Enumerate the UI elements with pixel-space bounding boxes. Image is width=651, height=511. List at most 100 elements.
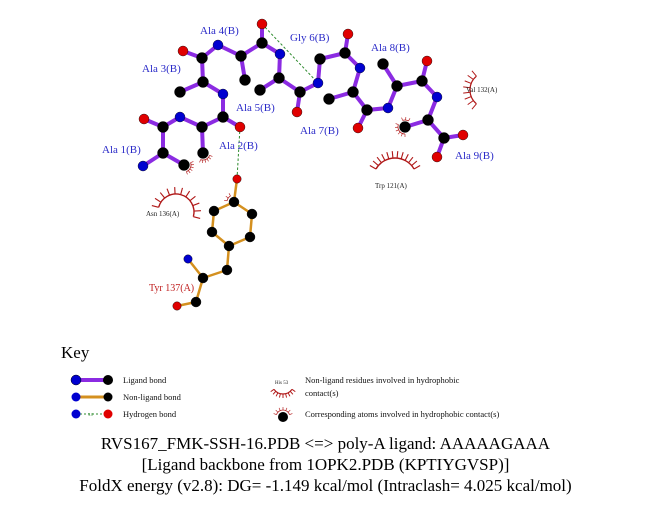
oxygen-atom <box>421 55 433 67</box>
hydrophobic-spoke <box>404 153 409 161</box>
hydrophobic-contact-asn136 <box>151 187 201 220</box>
hydrophobic-spoke <box>372 160 379 167</box>
hydrophobic-contact-trp121 <box>369 151 421 170</box>
carbon-atom <box>197 272 209 284</box>
hydrophobic-spoke <box>400 152 404 160</box>
hydrophobic-spoke <box>159 192 166 199</box>
hydrophobic-arcs <box>151 70 477 220</box>
hydrophobic-spoke <box>228 193 231 197</box>
hydrophobic-spoke <box>275 392 279 397</box>
nitrogen-atom <box>431 91 443 103</box>
hydrophobic-spoke <box>180 187 184 195</box>
hydrophobic-spoke <box>287 392 291 397</box>
residue-label-ala2: Ala 2(B) <box>219 140 258 152</box>
footer-line-3: FoldX energy (v2.8): DG= -1.149 kcal/mol… <box>79 476 572 495</box>
hydrophobic-spoke <box>190 166 194 169</box>
carbon-atom <box>196 52 208 64</box>
hydrogen-bond <box>236 126 241 180</box>
oxygen-atom <box>138 113 150 125</box>
key-hbond-length: 3.0 <box>88 412 93 417</box>
carbon-atom <box>422 114 434 126</box>
carbon-atom <box>391 80 403 92</box>
carbon-atom <box>347 86 359 98</box>
key-hbond-label: Hydrogen bond <box>123 409 177 419</box>
carbon-atom <box>174 86 186 98</box>
carbon-atom <box>361 104 373 116</box>
key-hbond-sample: 3.0 <box>71 409 113 419</box>
hydrophobic-spoke <box>189 168 193 171</box>
hydrophobic-spoke <box>154 197 162 203</box>
hydrophobic-atom-cb9 <box>394 123 406 137</box>
hydrogen-bonds <box>236 23 319 180</box>
hydrophobic-atom-cb1 <box>186 161 195 175</box>
carbon-atom <box>178 159 190 171</box>
residue-label-ala4: Ala 4(B) <box>200 25 239 37</box>
residue-label-asn136: Asn 136(A) <box>146 210 180 218</box>
hydrophobic-spoke <box>287 409 291 413</box>
oxygen-atom <box>177 45 189 57</box>
hydrophobic-spoke <box>289 413 293 415</box>
oxygen-atom <box>352 122 364 134</box>
hydrophobic-spoke <box>463 91 471 94</box>
hydrophobic-arc <box>397 124 406 135</box>
hydrophobic-spoke <box>186 171 188 175</box>
key-nonligand-bond-sample <box>71 392 113 402</box>
key-ligand-bond-sample <box>70 374 113 386</box>
hydrophobic-spoke <box>471 70 477 77</box>
nitrogen-atom <box>137 160 149 172</box>
hydrophobic-spoke <box>408 156 414 164</box>
residue-label-ala7: Ala 7(B) <box>300 125 339 137</box>
key-title: Key <box>61 343 90 362</box>
hydrophobic-spoke <box>291 388 296 392</box>
hydrophobic-spoke <box>275 409 279 413</box>
hydrophobic-spoke <box>285 407 288 411</box>
hydrophobic-atom-cb2 <box>199 155 213 164</box>
carbon-atom <box>235 50 247 62</box>
hydrophobic-spoke <box>225 196 229 199</box>
oxygen-atom <box>457 129 469 141</box>
hydrophobic-spoke <box>471 103 477 110</box>
hydrophobic-spoke <box>185 190 191 198</box>
oxygen-atom <box>172 301 182 311</box>
hydrophobic-spoke <box>190 161 194 163</box>
hydrophobic-spoke <box>278 407 281 411</box>
residue-label-ala8: Ala 8(B) <box>371 42 410 54</box>
residue-label-ala1: Ala 1(B) <box>102 144 141 156</box>
hydrophobic-spoke <box>396 151 399 159</box>
carbon-atom <box>399 121 411 133</box>
carbon-atom <box>254 84 266 96</box>
hydrophobic-spoke <box>463 86 471 89</box>
hydrophobic-spoke <box>285 393 288 398</box>
hydrophobic-spoke <box>224 199 228 202</box>
hydrophobic-spoke <box>411 160 418 167</box>
hydrogen-bond <box>261 23 319 84</box>
hydrophobic-atom-tyr-cz <box>224 193 231 202</box>
hydrophobic-spoke <box>188 170 191 174</box>
residue-label-ala9: Ala 9(B) <box>455 150 494 162</box>
carbon-atom <box>416 75 428 87</box>
oxygen-atom <box>342 28 354 40</box>
hydrophobic-spoke <box>413 165 421 170</box>
hydrophobic-arc <box>375 157 415 170</box>
footer-line-2: [Ligand backbone from 1OPK2.PDB (KPTIYGV… <box>141 455 510 474</box>
carbon-atom <box>157 121 169 133</box>
hydrophobic-spoke <box>395 129 399 132</box>
nitrogen-atom <box>174 111 186 123</box>
hydrophobic-spoke <box>192 202 200 207</box>
residue-label-trp121: Trp 121(A) <box>375 182 407 190</box>
hydrophobic-arc <box>200 155 210 161</box>
hydrophobic-spoke <box>166 188 171 196</box>
key: Key Ligand bond Non-ligand bond 3.0 Hydr… <box>61 343 499 422</box>
footer-line-1: RVS167_FMK-SSH-16.PDB <=> poly-A ligand:… <box>100 434 551 453</box>
carbon-atom <box>208 205 220 217</box>
nitrogen-atom <box>354 62 366 74</box>
oxygen-atom <box>291 106 303 118</box>
hydrophobic-arc <box>273 388 293 395</box>
nitrogen-atom <box>212 39 224 51</box>
residue-label-ala3: Ala 3(B) <box>142 63 181 75</box>
oxygen-atom <box>256 18 268 30</box>
carbon-atom <box>157 147 169 159</box>
nitrogen-atom <box>274 48 286 60</box>
hydrophobic-spoke <box>189 195 196 202</box>
